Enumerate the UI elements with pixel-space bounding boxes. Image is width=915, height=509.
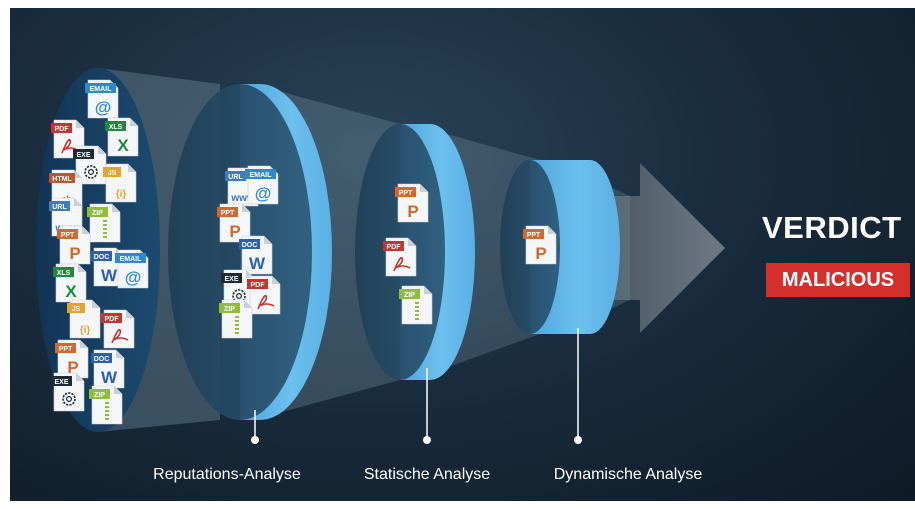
ppt-file-icon: PPT P	[217, 203, 251, 243]
stage-label-dynamic: Dynamische Analyse	[553, 466, 703, 483]
svg-text:PPT: PPT	[59, 346, 73, 353]
ppt-file-icon: PPT P	[55, 339, 89, 379]
svg-text:EMAIL: EMAIL	[90, 86, 113, 93]
doc-file-icon: DOC W	[239, 235, 273, 275]
cylinder-reputation-face	[168, 84, 312, 420]
svg-text:www: www	[230, 193, 255, 204]
svg-text:EXE: EXE	[54, 379, 68, 386]
svg-text:P: P	[535, 244, 546, 263]
svg-text:PPT: PPT	[399, 190, 413, 197]
svg-text:ZIP: ZIP	[224, 306, 235, 313]
svg-text:PDF: PDF	[387, 244, 402, 251]
pdf-file-icon: PDF	[101, 309, 135, 349]
svg-text:@: @	[125, 268, 142, 287]
svg-text:W: W	[101, 266, 118, 285]
zip-file-icon: ZIP	[399, 285, 433, 325]
svg-text:URL: URL	[52, 204, 67, 211]
stage-label-reputation: Reputations-Analyse	[153, 466, 301, 483]
svg-text:P: P	[407, 202, 418, 221]
js-file-icon: JS {i}	[67, 299, 101, 339]
funnel-graphic: EMAIL@PDFXLSXEXEHTML</>JS{i}URLwwwZIPPPT…	[36, 68, 725, 444]
verdict-title: VERDICT	[762, 210, 902, 245]
svg-text:{i}: {i}	[80, 325, 91, 336]
pdf-file-icon: PDF	[247, 275, 281, 315]
pointer-dot-dynamic	[574, 436, 582, 444]
pointer-dot-static	[423, 436, 431, 444]
svg-text:EMAIL: EMAIL	[250, 172, 273, 179]
zip-file-icon: ZIP	[89, 385, 123, 425]
file-icons: EMAIL@PDFXLSXEXEHTML</>JS{i}URLwwwZIPPPT…	[49, 79, 557, 425]
svg-text:P: P	[69, 244, 80, 263]
svg-text:@: @	[255, 184, 272, 203]
svg-text:PDF: PDF	[251, 282, 266, 289]
svg-text:{i}: {i}	[116, 189, 127, 200]
svg-text:ZIP: ZIP	[92, 210, 103, 217]
diagram-frame: EMAIL@PDFXLSXEXEHTML</>JS{i}URLwwwZIPPPT…	[10, 8, 915, 501]
svg-text:PDF: PDF	[55, 126, 70, 133]
svg-text:DOC: DOC	[242, 242, 258, 249]
svg-text:PPT: PPT	[221, 210, 235, 217]
svg-text:@: @	[95, 98, 112, 117]
svg-text:DOC: DOC	[94, 254, 110, 261]
svg-text:X: X	[117, 136, 129, 155]
svg-text:W: W	[101, 368, 118, 387]
email-file-icon: EMAIL @	[245, 165, 279, 205]
svg-text:EXE: EXE	[224, 276, 238, 283]
pdf-file-icon: PDF	[383, 237, 417, 277]
verdict-result-badge: MALICIOUS	[766, 263, 910, 297]
pointer-dot-reputation	[251, 436, 259, 444]
svg-text:P: P	[229, 222, 240, 241]
svg-text:P: P	[67, 358, 78, 377]
svg-text:X: X	[65, 282, 77, 301]
svg-text:W: W	[249, 254, 266, 273]
svg-text:XLS: XLS	[109, 124, 123, 131]
email-file-icon: EMAIL @	[85, 79, 119, 119]
svg-text:PPT: PPT	[527, 232, 541, 239]
ppt-file-icon: PPT P	[57, 225, 91, 265]
svg-text:HTML: HTML	[52, 176, 72, 183]
stage-label-static: Statische Analyse	[363, 466, 491, 483]
svg-text:EXE: EXE	[76, 152, 90, 159]
stage-pointers	[254, 328, 579, 438]
svg-text:DOC: DOC	[94, 356, 110, 363]
ppt-file-icon: PPT P	[523, 225, 557, 265]
svg-text:URL: URL	[228, 174, 243, 181]
email-file-icon: EMAIL @	[115, 249, 149, 289]
svg-text:PDF: PDF	[105, 316, 120, 323]
exe-file-icon: EXE	[51, 372, 85, 412]
zip-file-icon: ZIP	[219, 299, 253, 339]
js-file-icon: JS {i}	[103, 163, 137, 203]
svg-text:EMAIL: EMAIL	[120, 256, 143, 263]
ppt-file-icon: PPT P	[395, 183, 429, 223]
zip-file-icon: ZIP	[87, 203, 121, 243]
xls-file-icon: XLS X	[53, 263, 87, 303]
doc-file-icon: DOC W	[91, 349, 125, 389]
exe-file-icon: EXE	[73, 145, 107, 185]
svg-text:PPT: PPT	[61, 232, 75, 239]
svg-text:JS: JS	[72, 306, 81, 313]
exe-file-icon: EXE	[221, 269, 255, 309]
svg-text:XLS: XLS	[57, 270, 71, 277]
svg-text:ZIP: ZIP	[404, 292, 415, 299]
svg-text:ZIP: ZIP	[94, 392, 105, 399]
xls-file-icon: XLS X	[105, 117, 139, 157]
svg-text:JS: JS	[108, 170, 117, 177]
